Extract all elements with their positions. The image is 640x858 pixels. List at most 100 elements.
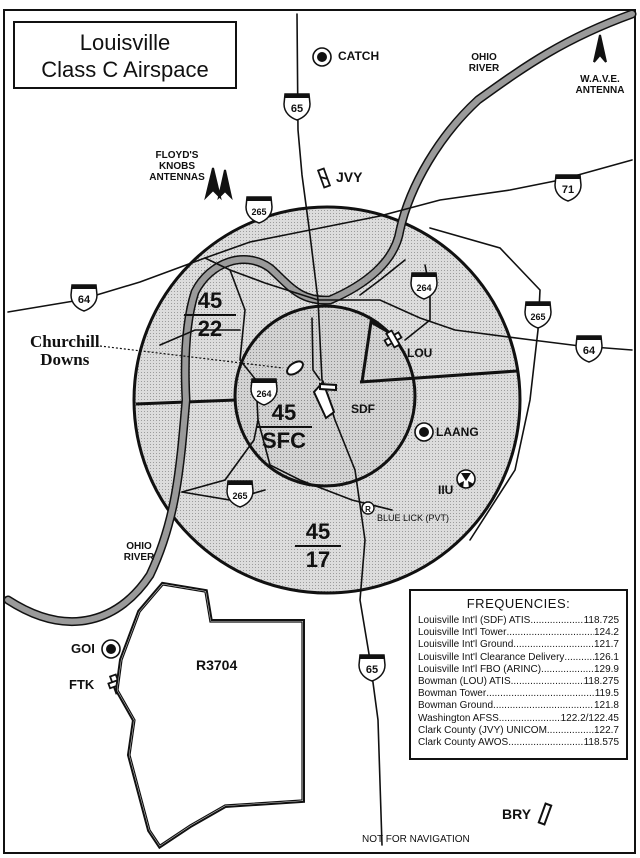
frequency-row: Louisville Int'l FBO (ARINC) 129.9: [418, 664, 619, 676]
frequencies-box: FREQUENCIES: Louisville Int'l (SDF) ATIS…: [409, 589, 628, 760]
interstate-shield-icon: 264: [250, 378, 278, 406]
leader-dots: [547, 725, 594, 737]
highway-shields: 65 265 64 71 264 265 64 264 265 65: [70, 93, 603, 682]
iiu-label: IIU: [438, 483, 454, 497]
interstate-number: 264: [416, 283, 431, 293]
catch-label: CATCH: [338, 49, 380, 63]
interstate-number: 265: [251, 207, 266, 217]
leader-dots: [493, 700, 594, 712]
ohio-river-north-label: OHIO RIVER: [459, 52, 509, 74]
interstate-number: 65: [366, 664, 378, 676]
iiu-icon: [456, 469, 476, 489]
frequency-list: Louisville Int'l (SDF) ATIS118.725Louisv…: [418, 615, 619, 749]
floyds-knobs-antenna-icon: [204, 167, 233, 201]
frequency-name: Clark County (JVY) UNICOM: [418, 724, 547, 736]
altitude-outer-south: 45 17: [295, 520, 341, 572]
interstate-number: 265: [232, 491, 247, 501]
lou-label: LOU: [407, 346, 433, 360]
interstate-shield-icon: 264: [410, 272, 438, 300]
frequency-value: 118.275: [583, 676, 619, 688]
frequency-row: Bowman Ground 121.8: [418, 700, 619, 712]
wave-antenna-label: W.A.V.E. ANTENNA: [569, 74, 631, 96]
frequency-value: 121.8: [593, 700, 619, 712]
frequency-name: Clark County AWOS: [418, 737, 509, 749]
churchill-downs-pointer: [99, 345, 284, 369]
churchill-line-1: Churchill: [30, 332, 100, 351]
frequency-row: Louisville Int'l (SDF) ATIS 118.725: [418, 615, 619, 627]
interstate-number: 64: [583, 345, 596, 357]
leader-dots: [564, 652, 594, 664]
interstate-number: 265: [530, 312, 545, 322]
frequency-value: 126.1: [593, 651, 619, 663]
ohio-n-line-1: OHIO: [471, 52, 497, 63]
ohio-river-fill: [5, 11, 635, 625]
jvy-icon: [316, 167, 332, 189]
floor-value: 17: [305, 547, 331, 572]
ceiling-value: 45: [256, 401, 312, 428]
churchill-downs-icon: [286, 360, 304, 376]
frequency-value: 121.7: [593, 639, 619, 651]
interstate-number: 264: [256, 389, 271, 399]
bry-icon: [537, 802, 553, 826]
interstate-number: 65: [291, 103, 303, 115]
floyds-line-1: FLOYD'S: [155, 150, 199, 161]
interstate-shield-icon: 265: [226, 480, 254, 508]
altitude-inner-core: 45 SFC: [256, 401, 312, 453]
frequencies-heading: FREQUENCIES:: [466, 596, 571, 611]
frequency-row: Clark County AWOS 118.575: [418, 737, 619, 749]
leader-dots: [508, 737, 583, 749]
frequency-value: 119.5: [594, 688, 619, 700]
title-line-1: Louisville: [79, 30, 171, 55]
frequency-value: 124.2: [593, 627, 619, 639]
wave-line-1: W.A.V.E.: [580, 74, 620, 85]
frequency-name: Louisville Int'l (SDF) ATIS: [418, 615, 531, 626]
frequency-name: Bowman Tower: [418, 688, 487, 700]
wave-line-2: ANTENNA: [575, 85, 625, 96]
frequency-row: Bowman Tower 119.5: [418, 688, 619, 700]
bry-label: BRY: [502, 806, 532, 822]
floyds-line-3: ANTENNAS: [149, 172, 205, 183]
leader-dots: [486, 688, 595, 700]
frequency-name: Louisville Int'l Clearance Delivery: [418, 651, 565, 663]
laang-icon: [414, 422, 434, 442]
interstate-number: 71: [562, 184, 574, 196]
frequency-row: Louisville Int'l Clearance Delivery 126.1: [418, 652, 619, 664]
interstate-shield-icon: 265: [245, 196, 273, 224]
leader-dots: [541, 664, 594, 676]
interstate-shield-icon: 64: [575, 335, 603, 363]
ceiling-value: 45: [184, 289, 236, 316]
ohio-sw-line-1: OHIO: [126, 541, 152, 552]
leader-dots: [499, 713, 561, 725]
frequency-row: Louisville Int'l Tower 124.2: [418, 627, 619, 639]
leader-dots: [511, 676, 584, 688]
leader-dots: [506, 627, 594, 639]
frequency-row: Washington AFSS122.2/122.45: [418, 713, 619, 725]
frequency-name: Louisville Int'l FBO (ARINC): [418, 663, 542, 675]
interstate-shield-icon: 265: [524, 301, 552, 329]
interstate-shield-icon: 64: [70, 284, 98, 312]
interstate-number: 64: [78, 294, 91, 306]
goi-icon: [101, 639, 121, 659]
interstate-shield-icon: 71: [554, 174, 582, 202]
r3704-label: R3704: [196, 657, 238, 673]
frequency-name: Bowman (LOU) ATIS: [418, 676, 511, 688]
frequency-value: 118.725: [583, 615, 619, 626]
frequency-value: 129.9: [593, 663, 619, 675]
ohio-river-sw-label: OHIO RIVER: [114, 541, 164, 563]
interstate-shield-icon: 65: [358, 654, 386, 682]
floyds-knobs-label: FLOYD'S KNOBS ANTENNAS: [137, 150, 217, 183]
frequency-name: Bowman Ground: [418, 700, 494, 712]
ftk-label: FTK: [69, 677, 95, 692]
ohio-n-line-2: RIVER: [468, 63, 500, 74]
frequency-name: Washington AFSS: [418, 712, 499, 724]
frequency-row: Clark County (JVY) UNICOM122.7: [418, 725, 619, 737]
blue-lick-label: BLUE LICK (PVT): [377, 513, 450, 523]
leader-dots: [530, 615, 583, 627]
frequency-name: Louisville Int'l Tower: [418, 627, 507, 639]
leader-dots: [513, 639, 594, 651]
frequency-value: 118.575: [583, 737, 619, 749]
catch-icon: [312, 47, 332, 67]
churchill-downs-label: Churchill Downs: [30, 333, 100, 369]
floor-value: 22: [197, 316, 223, 341]
